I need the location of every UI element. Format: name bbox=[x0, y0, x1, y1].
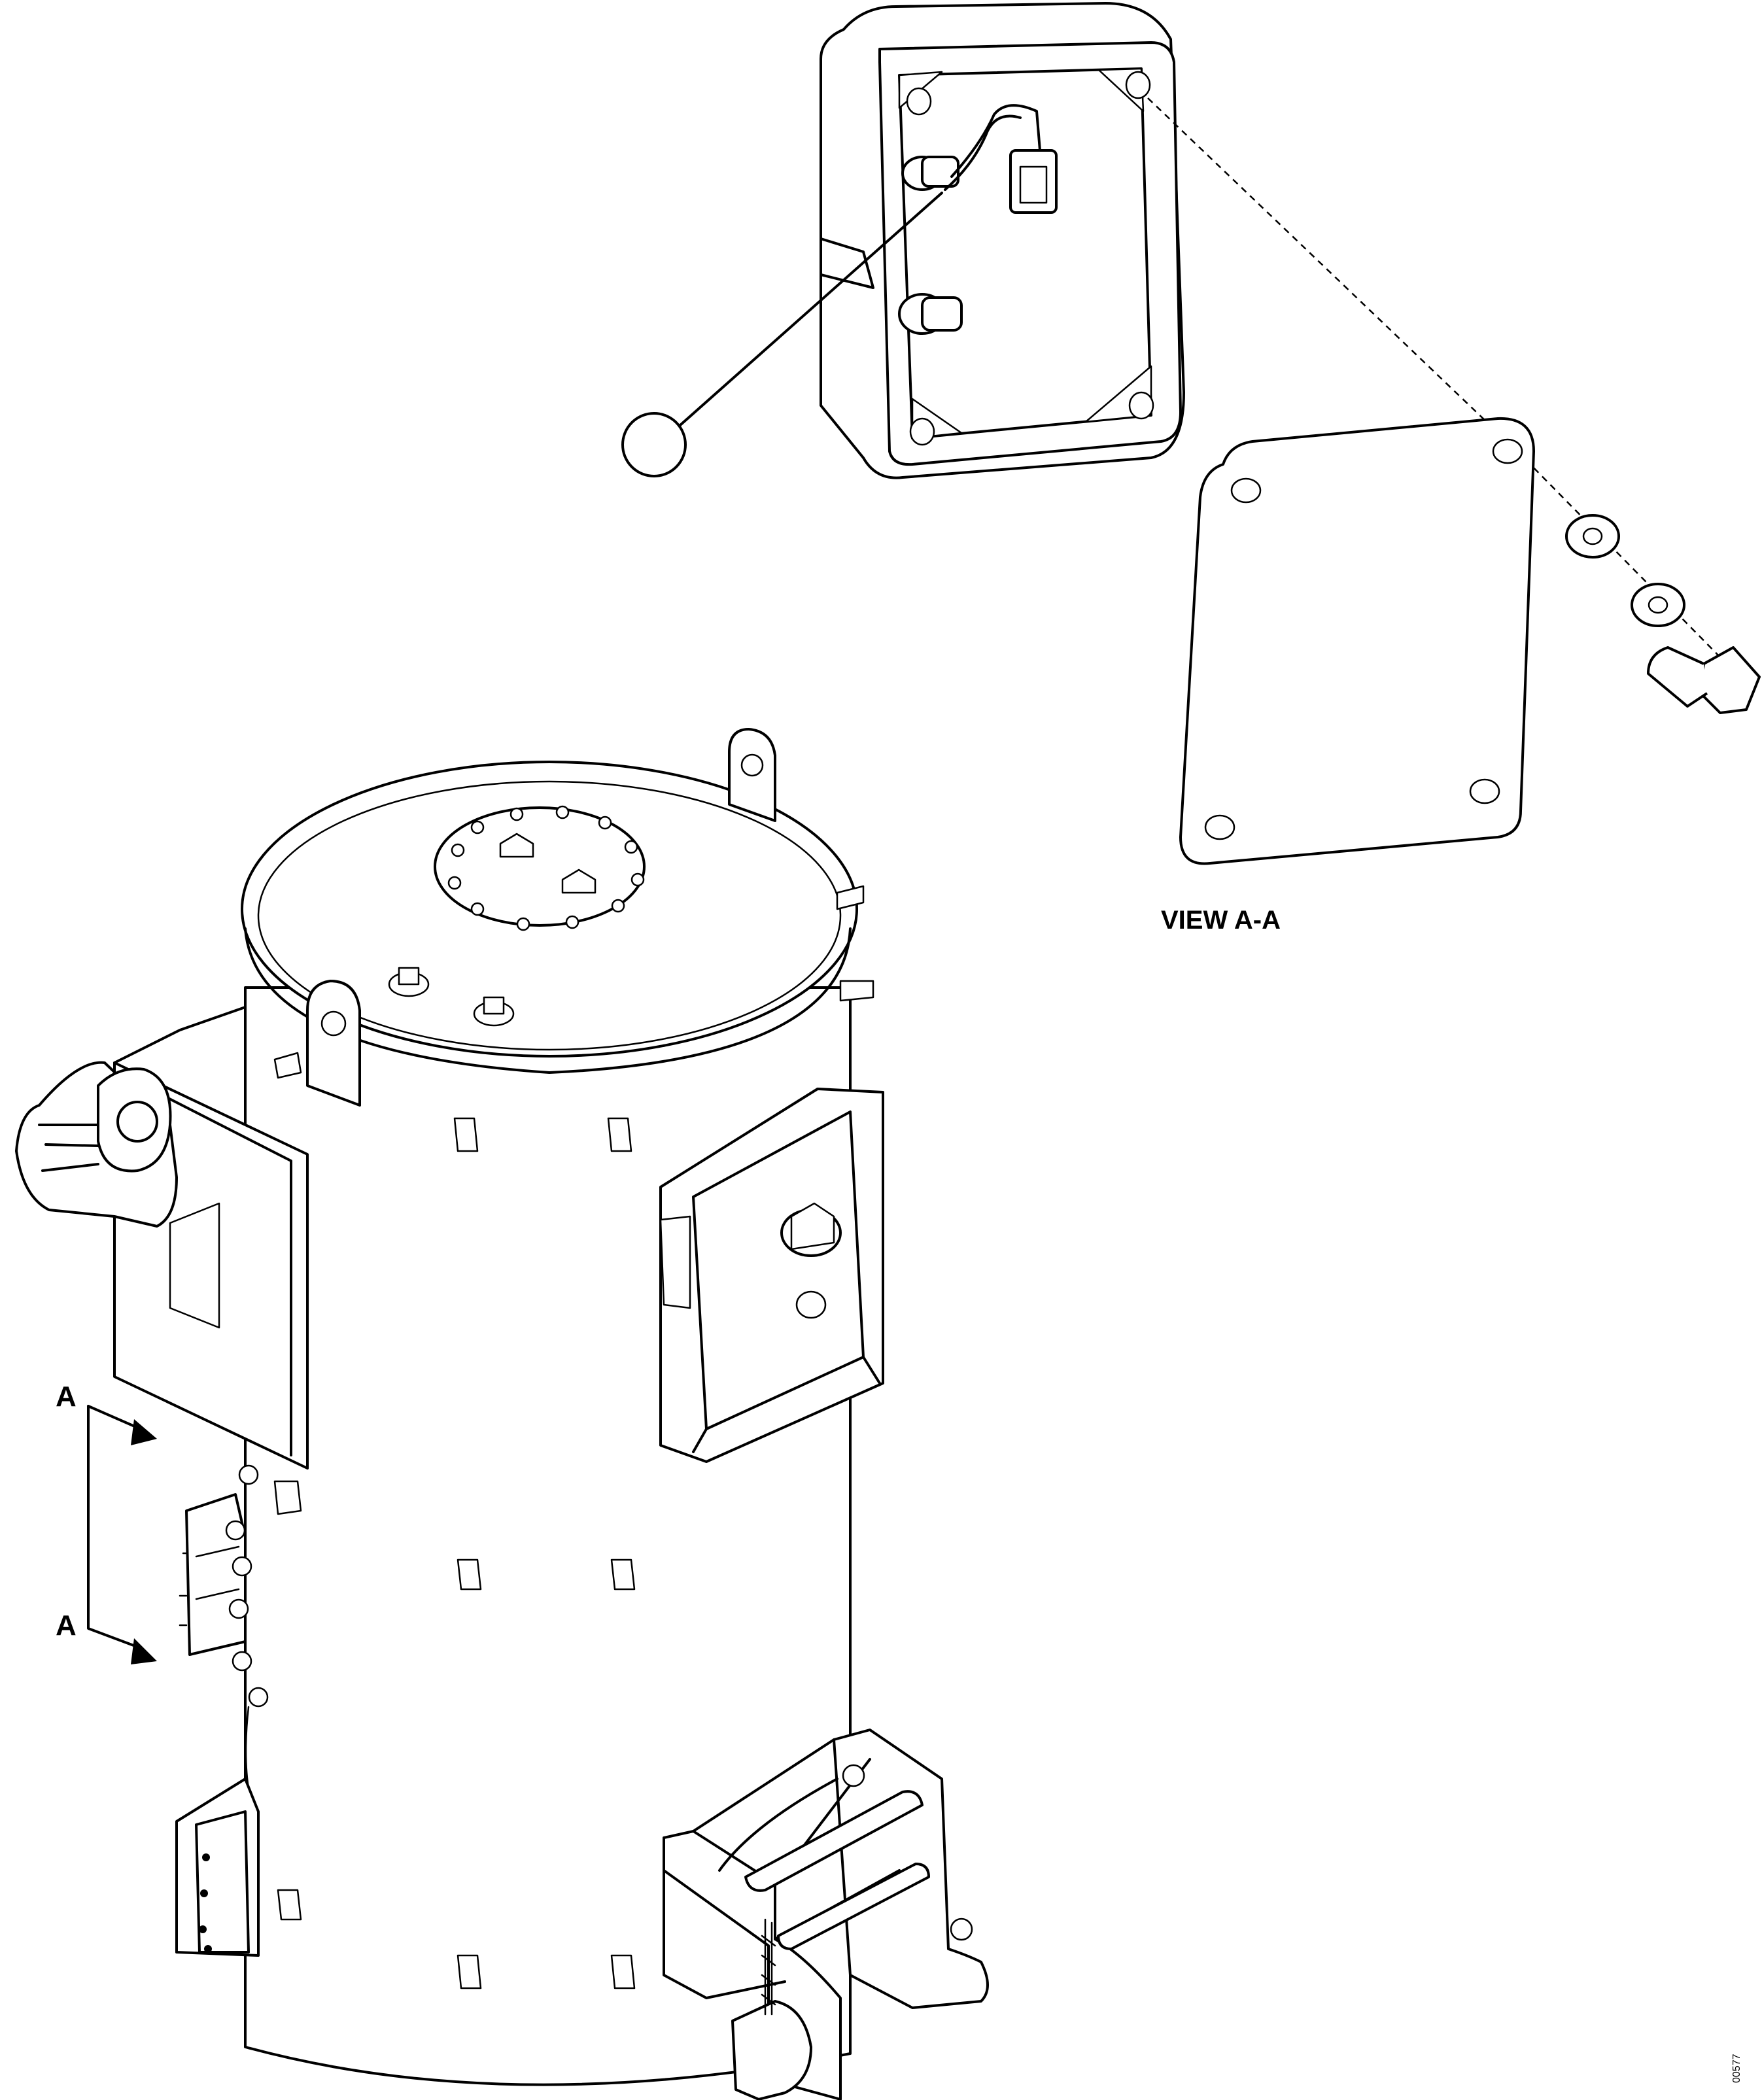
manhole-bolts bbox=[447, 805, 645, 931]
section-marker: A A bbox=[56, 1381, 157, 1664]
junction-box-detail: VIEW A-A bbox=[621, 2, 1761, 935]
section-label-top: A bbox=[56, 1381, 77, 1413]
drawing-code: 00577 bbox=[1731, 2054, 1742, 2083]
section-label-bottom: A bbox=[56, 1609, 77, 1642]
tank-assembly: A A bbox=[15, 728, 989, 2100]
view-title: VIEW A-A bbox=[1161, 906, 1281, 935]
